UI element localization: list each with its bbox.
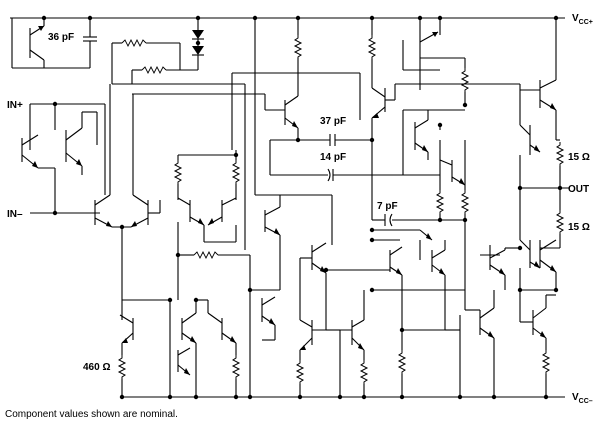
cap-14pf-label: 14 pF: [320, 152, 346, 163]
cap-7pf-label: 7 pF: [377, 201, 398, 212]
vcc-plus-rail: VCC+: [10, 13, 593, 26]
cap-36pf-label: 36 pF: [48, 32, 74, 43]
compensation-stage: 37 pF 14 pF: [252, 15, 440, 245]
cap-37pf-label: 37 pF: [320, 116, 346, 127]
op-amp-schematic: VCC+ VCC– 36 pF: [7, 13, 593, 405]
vcc-minus-rail: VCC–: [120, 392, 593, 405]
center-lower-stage: [247, 195, 390, 397]
res-15-bottom-label: 15 Ω: [568, 222, 590, 233]
top-left-cluster: 36 pF: [11, 15, 204, 84]
right-center-stage: 7 pF: [369, 140, 469, 397]
rail-junctions: [119, 394, 463, 400]
footnote: Component values shown are nominal.: [5, 409, 178, 420]
second-stage: [174, 150, 250, 300]
vcc-plus-label: VCC+: [572, 13, 593, 26]
bias-lines: [112, 18, 520, 250]
res-15-top-label: 15 Ω: [568, 152, 590, 163]
in-plus-label: IN+: [7, 100, 23, 111]
in-minus-label: IN–: [7, 209, 23, 220]
lower-left-mirror: 460 Ω: [83, 297, 240, 397]
output-stage: 15 Ω OUT 15 Ω: [445, 15, 590, 400]
out-label: OUT: [568, 184, 589, 195]
vcc-minus-label: VCC–: [572, 392, 593, 405]
input-stage: IN+ IN–: [7, 84, 161, 300]
res-460-label: 460 Ω: [83, 362, 110, 373]
upper-right-driver: [402, 15, 469, 186]
